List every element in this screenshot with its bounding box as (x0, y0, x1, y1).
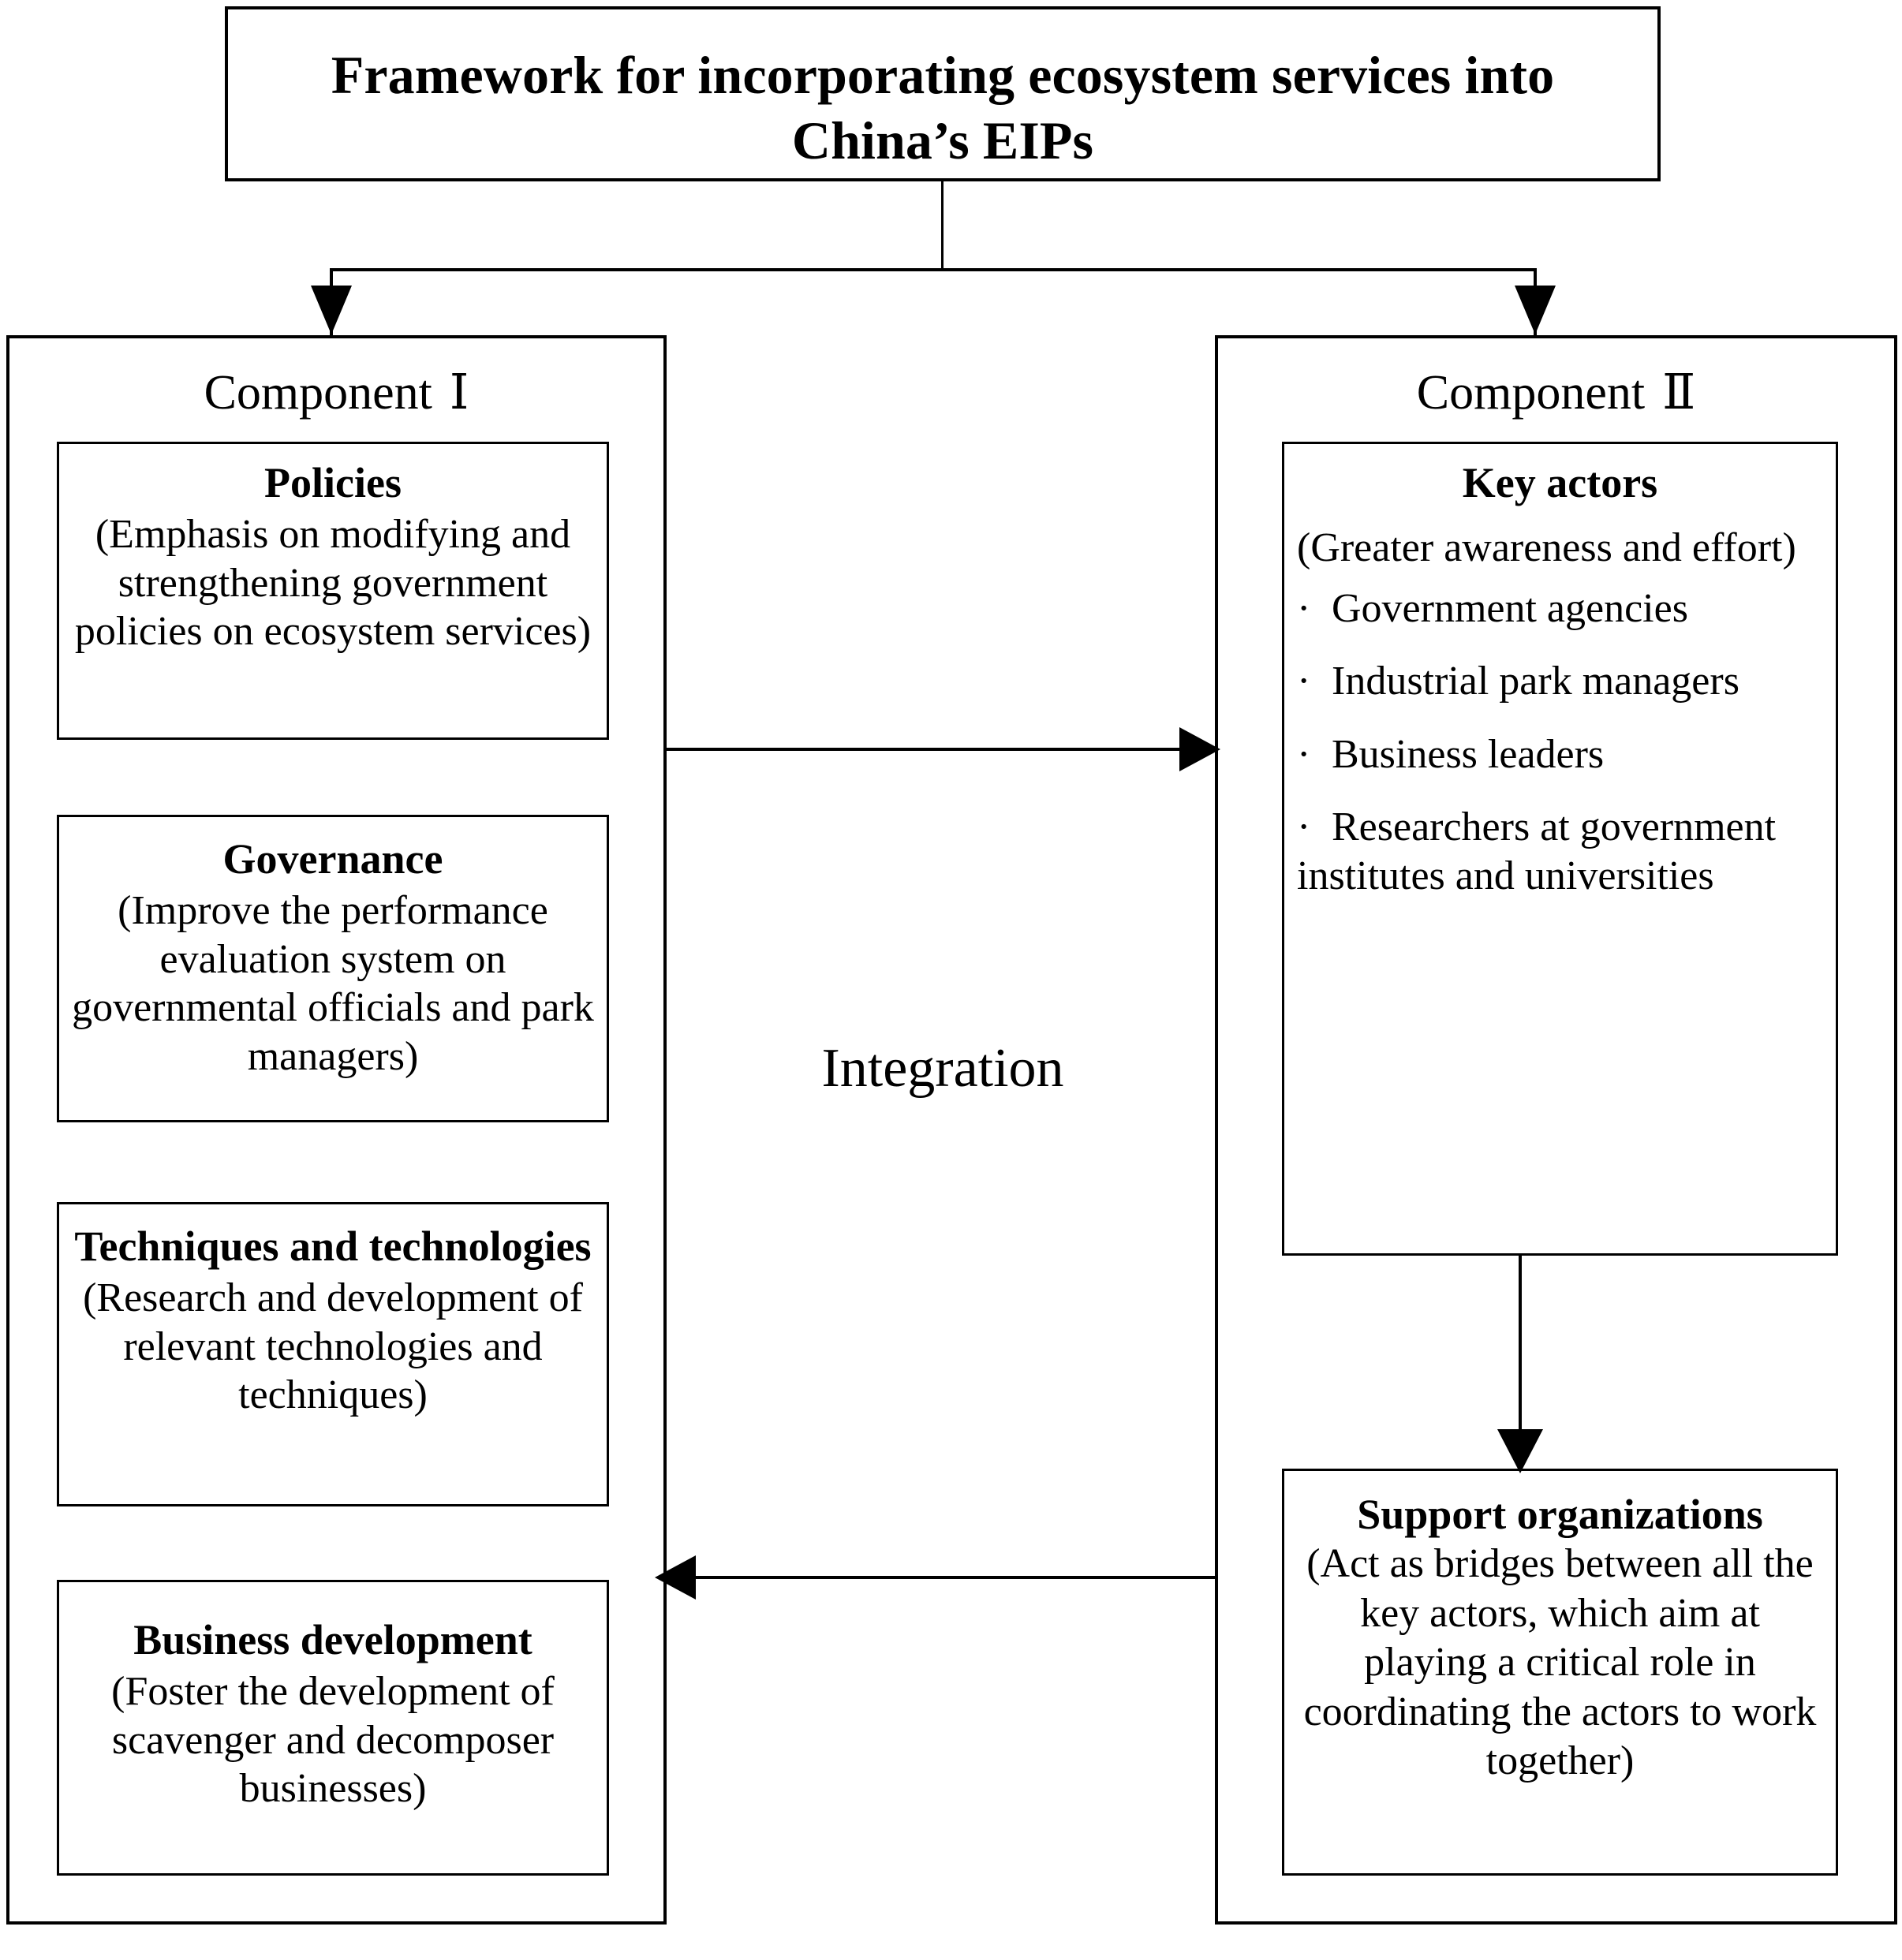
card-key-actors: Key actors (Greater awareness and effort… (1282, 442, 1838, 1256)
title-text: Framework for incorporating ecosystem se… (228, 43, 1657, 174)
card-support-heading: Support organizations (1357, 1491, 1763, 1538)
bullet-dot-icon: · (1297, 731, 1311, 777)
card-key-actors-lead: (Greater awareness and effort) (1297, 525, 1796, 571)
arrow-left-to-right-line (667, 748, 1187, 751)
component-one-heading: Component Ⅰ (9, 368, 663, 417)
arrow-actors-to-support-line (1519, 1256, 1522, 1439)
card-business-development: Business development (Foster the develop… (57, 1580, 609, 1876)
arrowhead-down-right-icon (1515, 286, 1556, 334)
card-support-organizations: Support organizations (Act as bridges be… (1282, 1469, 1838, 1876)
card-business-body: (Foster the development of scavenger and… (111, 1668, 555, 1812)
list-item-label: Business leaders (1332, 731, 1605, 777)
list-item: · Government agencies (1297, 584, 1828, 633)
card-key-actors-heading: Key actors (1462, 459, 1658, 506)
connector-stem (941, 181, 944, 271)
arrowhead-right-icon (1179, 727, 1220, 771)
integration-label: Integration (821, 1038, 1064, 1099)
title-line-1: Framework for incorporating ecosystem se… (331, 45, 1555, 105)
component-two-label: Component (1416, 366, 1646, 420)
list-item: · Business leaders (1297, 730, 1828, 779)
arrowhead-left-icon (655, 1555, 696, 1600)
bullet-dot-icon: · (1297, 804, 1311, 849)
bullet-dot-icon: · (1297, 659, 1311, 704)
connector-crossbar (330, 268, 1537, 271)
arrow-right-to-left-line (694, 1576, 1215, 1579)
card-techniques-heading: Techniques and technologies (74, 1223, 592, 1270)
list-item-label: Industrial park managers (1332, 659, 1739, 704)
arrowhead-down-icon (1497, 1429, 1543, 1473)
key-actors-list: · Government agencies · Industrial park ma… (1284, 573, 1836, 902)
title-line-2: China’s EIPs (791, 110, 1094, 170)
component-one-label: Component (204, 366, 432, 420)
component-one-numeral: Ⅰ (449, 366, 469, 420)
bullet-dot-icon: · (1297, 585, 1311, 631)
list-item: ·Researchers at government institutes an… (1297, 803, 1828, 902)
component-two-heading: Component Ⅱ (1218, 368, 1894, 417)
list-item-label: Government agencies (1332, 585, 1688, 631)
card-governance: Governance (Improve the performance eval… (57, 815, 609, 1122)
card-business-heading: Business development (133, 1616, 532, 1663)
title-box: Framework for incorporating ecosystem se… (225, 6, 1661, 181)
card-policies-body: (Emphasis on modifying and strengthening… (74, 511, 592, 655)
card-policies: Policies (Emphasis on modifying and stre… (57, 442, 609, 740)
card-policies-heading: Policies (264, 459, 402, 506)
card-techniques-and-technologies: Techniques and technologies (Research an… (57, 1202, 609, 1506)
card-support-body: (Act as bridges between all the key acto… (1303, 1541, 1817, 1783)
list-item: · Industrial park managers (1297, 657, 1828, 706)
card-techniques-body: (Research and development of relevant te… (83, 1275, 583, 1418)
component-two-numeral: Ⅱ (1662, 366, 1696, 420)
list-item-label: Researchers at government institutes and… (1297, 804, 1777, 899)
card-governance-body: (Improve the performance evaluation syst… (72, 887, 594, 1080)
card-governance-heading: Governance (222, 835, 443, 883)
arrowhead-down-left-icon (311, 286, 352, 334)
